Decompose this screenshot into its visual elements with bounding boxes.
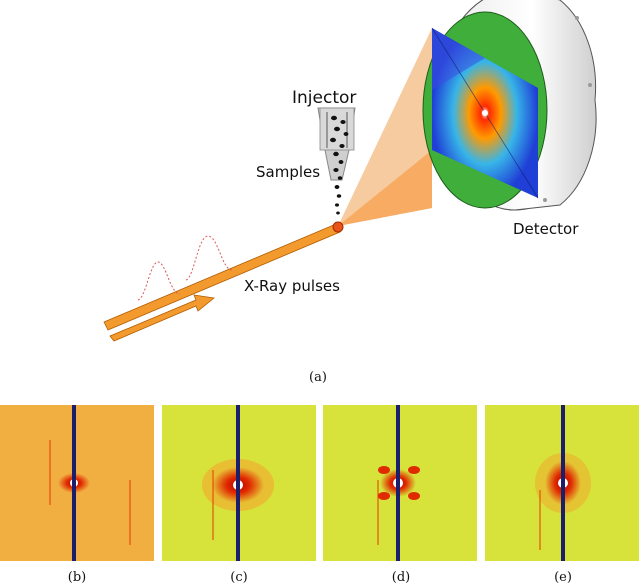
scatter-cone-lower <box>338 150 432 226</box>
panel-e: (e) <box>485 405 639 585</box>
caption-e: (e) <box>554 570 572 585</box>
pulse-waveforms <box>137 235 233 301</box>
panel-b: (b) <box>0 405 154 585</box>
setup-diagram: Injector Samples Detector X-Ray pulses (… <box>103 0 597 385</box>
detector <box>422 0 597 211</box>
detector-label: Detector <box>513 220 579 238</box>
caption-a: (a) <box>309 370 327 385</box>
injector <box>317 107 356 215</box>
injector-label: Injector <box>292 88 356 108</box>
sample-particles <box>330 115 349 215</box>
xray-label: X-Ray pulses <box>244 277 340 295</box>
diffraction-panels: (b) (c) (d) <box>0 405 639 585</box>
xray-beam <box>103 221 344 342</box>
panel-d: (d) <box>323 405 477 585</box>
caption-d: (d) <box>392 570 410 585</box>
caption-c: (c) <box>230 570 247 585</box>
caption-b: (b) <box>68 570 86 585</box>
samples-label: Samples <box>256 163 320 181</box>
panel-c: (c) <box>162 405 316 585</box>
interaction-point <box>332 221 344 233</box>
